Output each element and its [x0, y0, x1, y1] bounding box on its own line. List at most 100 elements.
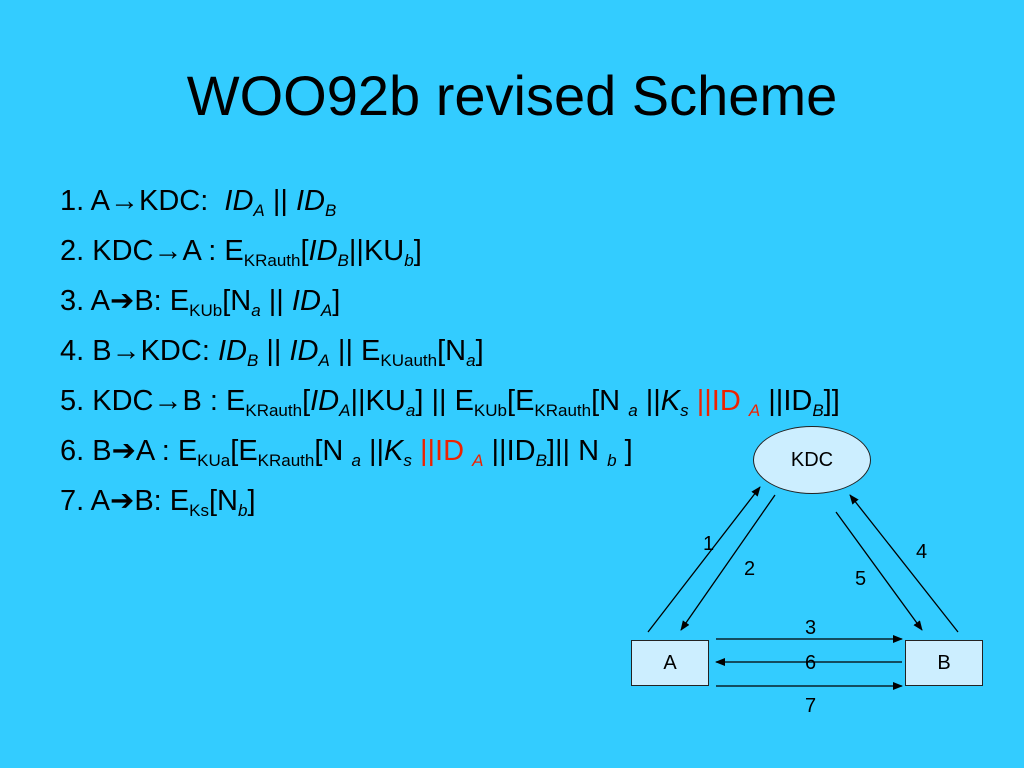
id-a-sub: A [318, 351, 330, 370]
bracket: ] [332, 285, 341, 317]
key: KRauth [245, 401, 303, 420]
arrow-glyph: → [111, 335, 141, 367]
ku-sub: b [404, 251, 414, 270]
arrow-glyph: → [110, 185, 139, 217]
id-b-sub: B [246, 351, 259, 370]
bracket: ] [475, 335, 484, 367]
nonce-sub: b [237, 501, 248, 520]
receiver: A : [135, 435, 170, 467]
arrow-glyph: ➔ [110, 485, 135, 517]
id-b: ID [506, 435, 536, 467]
key: Ks [189, 501, 209, 520]
sender: A [90, 185, 110, 217]
step-number: 5. [60, 385, 85, 417]
sender: KDC [92, 385, 154, 417]
concat: || [268, 285, 284, 317]
bracket: ] [624, 435, 633, 467]
step-1: 1. A→KDC: IDA || IDB [60, 176, 840, 226]
sender: A [90, 285, 110, 317]
key: KUb [473, 401, 507, 420]
arrow-4 [849, 494, 959, 633]
id-b-sub: B [337, 251, 349, 270]
bracket: ] [247, 485, 256, 517]
session-key-sub: s [680, 401, 689, 420]
bracket: ] [415, 385, 424, 417]
key: KRauth [257, 451, 315, 470]
protocol-steps: 1. A→KDC: IDA || IDB 2. KDC→A : EKRauth[… [60, 176, 840, 526]
bracket: ]|| [546, 435, 571, 467]
highlight-concat: || [696, 385, 712, 417]
bracket: [ [314, 435, 323, 467]
id-a: ID [291, 285, 321, 317]
id-a-sub: A [339, 401, 351, 420]
receiver: A : [182, 235, 217, 267]
bracket: [ [507, 385, 516, 417]
step-4: 4. B→KDC: IDB || IDA || EKUauth[Na] [60, 326, 840, 376]
key: KUauth [380, 351, 438, 370]
highlight-id: ID [435, 435, 465, 467]
concat: || [491, 435, 507, 467]
bracket: [ [222, 285, 231, 317]
arrow-glyph: ➔ [111, 435, 136, 467]
step-6: 6. B➔A : EKUa[EKRauth[N a ||Ks ||ID A ||… [60, 426, 840, 476]
step-number: 4. [60, 335, 85, 367]
step-5: 5. KDC→B : EKRauth[IDA||KUa] || EKUb[EKR… [60, 376, 840, 426]
step-number: 6. [60, 435, 85, 467]
concat: || [266, 335, 282, 367]
encrypt: E [224, 235, 244, 267]
bracket: [ [230, 435, 239, 467]
id-b-sub: B [812, 401, 824, 420]
arrow-label-2: 2 [744, 558, 756, 580]
arrow-label-3: 3 [805, 617, 817, 639]
arrow-1 [647, 486, 761, 633]
id-b-sub: B [324, 201, 337, 220]
sender: B [92, 335, 112, 367]
concat: || [348, 235, 364, 267]
highlight-id-sub: A [472, 451, 484, 470]
slide-title: WOO92b revised Scheme [186, 64, 838, 127]
arrow-label-1: 1 [703, 533, 715, 555]
bracket: [ [302, 385, 311, 417]
key: KUa [197, 451, 231, 470]
step-7: 7. A➔B: EKs[Nb] [60, 476, 840, 526]
receiver: B : [182, 385, 218, 417]
arrow-glyph: → [153, 235, 183, 267]
id-b-sub: B [535, 451, 547, 470]
receiver: B: [134, 285, 162, 317]
nonce: N [578, 435, 600, 467]
arrow-glyph: → [153, 385, 183, 417]
node-b: B [905, 640, 983, 686]
nonce: N [599, 385, 621, 417]
bracket: [ [208, 485, 218, 517]
kdc-node: KDC [753, 426, 871, 494]
step-number: 1. [60, 185, 85, 217]
id-b: ID [217, 335, 247, 367]
concat: || [768, 385, 784, 417]
highlight-id-sub: A [748, 401, 761, 420]
ku: KU [365, 385, 406, 417]
key: KUb [189, 301, 223, 320]
nonce-sub: a [628, 401, 638, 420]
step-number: 7. [60, 485, 85, 517]
sender: KDC [92, 235, 154, 267]
bracket: ] [413, 235, 422, 267]
session-key: K [660, 385, 681, 417]
id-a: ID [289, 335, 319, 367]
arrow-label-5: 5 [855, 568, 867, 590]
id-b: ID [783, 385, 813, 417]
id-a: ID [310, 385, 340, 417]
nonce-sub: a [251, 301, 261, 320]
concat: || [272, 185, 288, 217]
nonce-sub: a [351, 451, 361, 470]
step-number: 2. [60, 235, 85, 267]
id-b: ID [295, 185, 325, 217]
concat: || [350, 385, 366, 417]
ku-sub: a [405, 401, 416, 420]
nonce: N [217, 485, 238, 517]
arrow-glyph: ➔ [110, 285, 135, 317]
arrow-label-6: 6 [805, 652, 817, 674]
nonce-sub: a [466, 351, 476, 370]
id-b: ID [308, 235, 338, 267]
sender: B [92, 435, 112, 467]
